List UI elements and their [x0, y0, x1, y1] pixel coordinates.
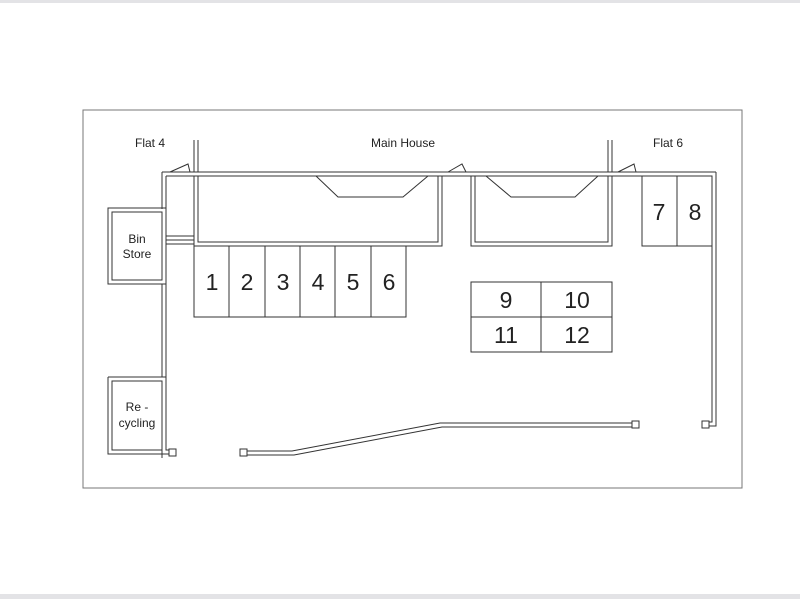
right-wall-inner	[709, 176, 713, 423]
label-main-house: Main House	[371, 136, 435, 150]
space-number: 4	[312, 269, 325, 295]
space-number: 2	[241, 269, 254, 295]
space-number: 10	[564, 287, 590, 313]
top-rule	[0, 0, 800, 3]
space-number: 5	[347, 269, 360, 295]
road-edge-top	[247, 422, 632, 452]
label-store: Store	[123, 247, 152, 261]
road-post-right	[631, 420, 640, 429]
plan-border	[82, 109, 743, 489]
right-wall-post	[701, 420, 710, 429]
space-number: 3	[277, 269, 290, 295]
road-edge-bottom	[247, 426, 632, 456]
space-number: 9	[500, 287, 513, 313]
space-number: 11	[494, 322, 518, 348]
house-block-2-inner	[474, 175, 609, 243]
space-number: 7	[653, 199, 666, 225]
bin-store-outer	[107, 207, 167, 285]
space-number: 6	[383, 269, 396, 295]
space-number: 12	[564, 322, 590, 348]
recycling-post	[168, 448, 177, 457]
road-post-left	[239, 448, 248, 457]
space-number: 8	[689, 199, 702, 225]
house-block-2-outer	[470, 175, 613, 247]
bay-window-2	[485, 175, 599, 198]
right-wall-outer	[709, 172, 717, 427]
recycling-outer-a	[108, 376, 170, 451]
recycling-inner	[111, 380, 163, 451]
bottom-rule	[0, 594, 800, 599]
space-number: 1	[206, 269, 219, 295]
house-block-1-outer	[193, 175, 443, 247]
label-flat-6: Flat 6	[653, 136, 683, 150]
door-swing-1	[169, 163, 191, 173]
house-block-1-inner	[197, 175, 439, 243]
label-bin: Bin	[128, 232, 145, 246]
bay-window-1	[315, 175, 429, 198]
label-re: Re -	[126, 400, 149, 414]
door-swing-3	[617, 163, 637, 173]
recycling-outer-b	[107, 377, 170, 455]
label-flat-4: Flat 4	[135, 136, 165, 150]
bin-store-inner	[111, 211, 163, 281]
label-cycling: cycling	[119, 416, 156, 430]
door-swing-2	[447, 163, 467, 173]
